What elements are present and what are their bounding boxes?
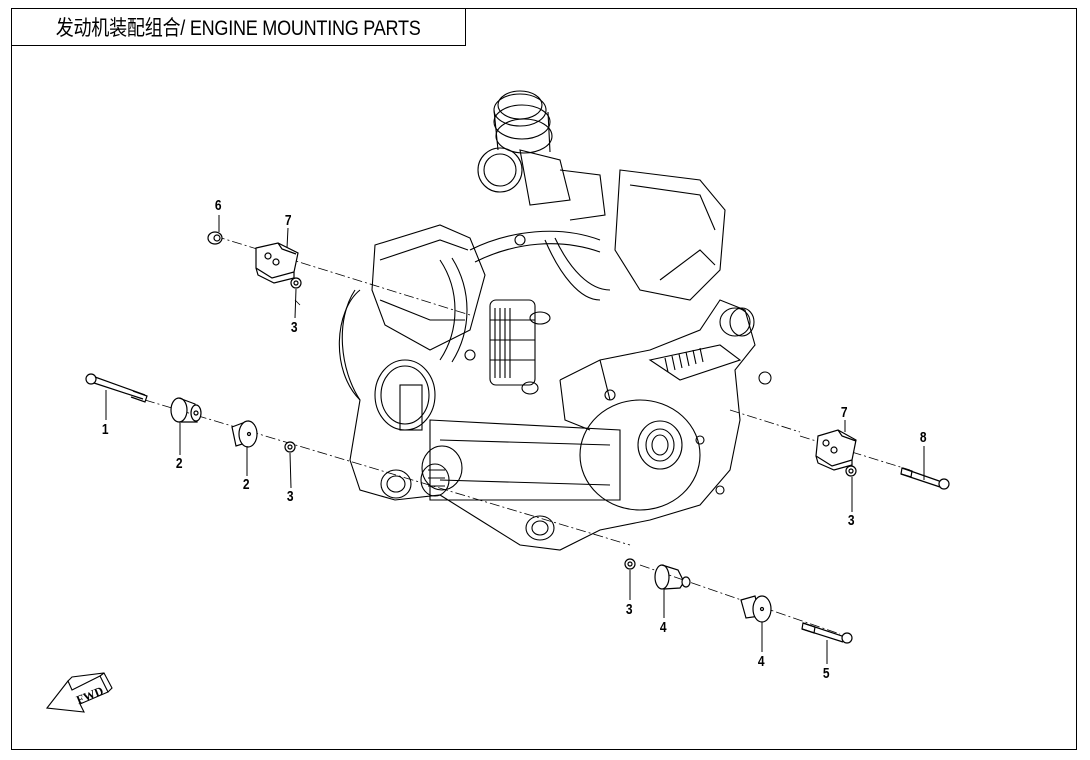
callout-6: 6 xyxy=(214,197,222,214)
part-8-bolt xyxy=(900,467,950,490)
assembly-axis-lines xyxy=(144,235,911,635)
part-3-nut-upper xyxy=(290,277,302,289)
callout-3-left: 3 xyxy=(286,488,294,505)
part-7-bracket-upper xyxy=(255,242,299,284)
callout-3-upper: 3 xyxy=(290,319,298,336)
part-4-bushing-outer xyxy=(740,595,772,623)
part-7-bracket-right xyxy=(815,429,857,471)
callout-2-inner: 2 xyxy=(242,476,250,493)
part-3-nut-right xyxy=(845,465,857,477)
callout-3-right: 3 xyxy=(847,512,855,529)
page-title: 发动机装配组合/ ENGINE MOUNTING PARTS xyxy=(56,17,421,40)
callout-8: 8 xyxy=(919,429,927,446)
part-5-bolt xyxy=(801,622,853,644)
callout-leaders xyxy=(105,215,925,664)
part-6-nut xyxy=(207,231,223,245)
part-3-nut-lower xyxy=(624,558,636,570)
part-3-nut-left xyxy=(284,441,296,453)
fwd-arrow-icon xyxy=(45,672,113,713)
callout-3-lower: 3 xyxy=(625,601,633,618)
callout-5: 5 xyxy=(822,665,830,682)
title-block: 发动机装配组合/ ENGINE MOUNTING PARTS xyxy=(11,8,466,46)
callout-7-right: 7 xyxy=(840,404,848,421)
drawing-frame xyxy=(11,8,1077,750)
part-4-bushing-inner xyxy=(654,564,691,590)
part-2-bushing-inner xyxy=(231,420,258,448)
engine-block-drawing xyxy=(338,90,772,551)
callout-7-upper: 7 xyxy=(284,212,292,229)
part-2-bushing-outer xyxy=(170,397,202,423)
callout-2-outer: 2 xyxy=(175,455,183,472)
part-1-long-bolt xyxy=(85,373,148,403)
callout-4-inner: 4 xyxy=(659,619,667,636)
callout-1: 1 xyxy=(101,421,109,438)
callout-4-outer: 4 xyxy=(757,653,765,670)
